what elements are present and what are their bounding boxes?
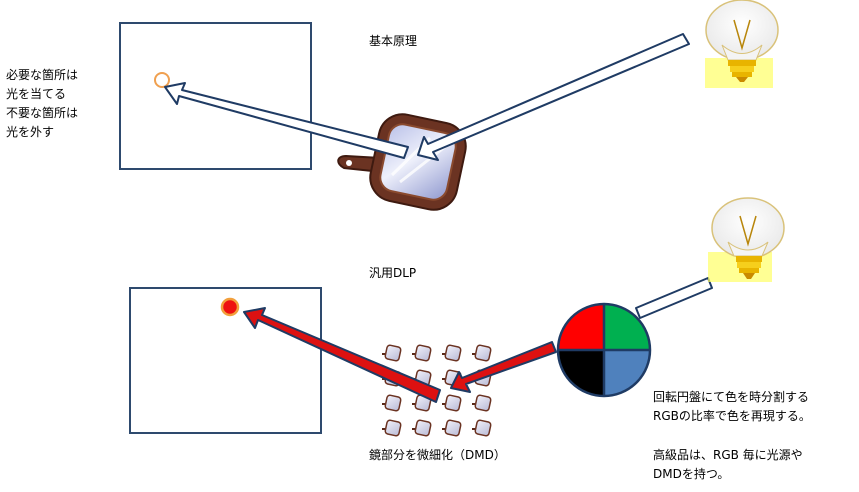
dmd-mirror — [384, 419, 402, 437]
dmd-mirror — [384, 344, 402, 362]
side-note: 必要な箇所は 光を当てる 不要な箇所は 光を外す — [6, 68, 79, 139]
dmd-mirror — [414, 419, 432, 437]
reflected-beam-top — [164, 82, 409, 159]
dmd-mirror — [444, 394, 462, 412]
light-spot-outline — [154, 72, 170, 88]
top-title: 基本原理 — [369, 34, 418, 48]
light-bulb-icon — [705, 0, 779, 88]
dmd-mirror — [474, 344, 492, 362]
bottom-title: 汎用DLP — [369, 266, 417, 280]
dmd-label: 鏡部分を微細化（DMD） — [369, 448, 506, 462]
dmd-mirror — [384, 394, 402, 412]
colored-beam-to-dmd — [450, 341, 557, 393]
dmd-mirror — [444, 344, 462, 362]
top-screen — [119, 22, 312, 170]
hand-mirror — [337, 113, 467, 211]
reflected-beam-bottom — [243, 307, 441, 403]
wheel-note-2: 高級品は、RGB 毎に光源や DMDを持つ。 — [653, 448, 803, 481]
dmd-mirror — [474, 419, 492, 437]
dmd-mirror — [474, 394, 492, 412]
light-spot-red — [220, 297, 240, 317]
incoming-beam-bottom — [635, 277, 713, 319]
color-wheel — [556, 302, 652, 398]
dmd-mirror — [414, 344, 432, 362]
dmd-mirror — [444, 419, 462, 437]
incoming-beam-top — [417, 33, 690, 161]
wheel-note-1: 回転円盤にて色を時分割する RGBの比率で色を再現する。 — [653, 390, 811, 423]
light-bulb-icon-bottom — [708, 197, 785, 282]
